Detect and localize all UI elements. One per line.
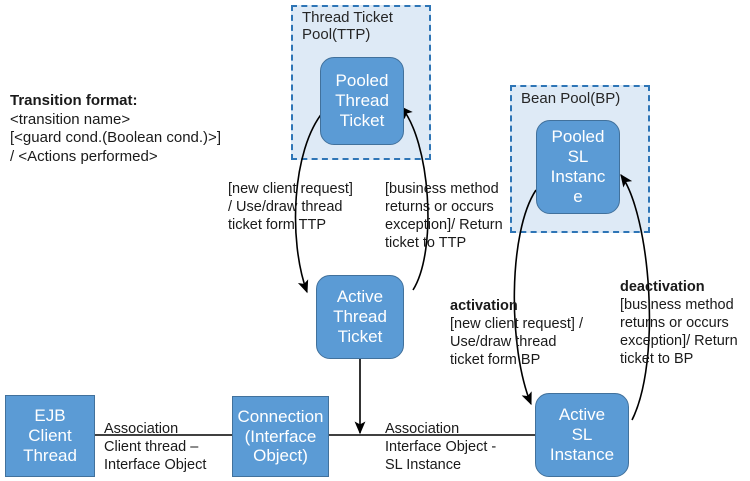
transition-bp-activation-label: [new client request] / Use/draw thread t… — [450, 316, 583, 368]
transition-ttp-return-label: [business method returns or occurs excep… — [385, 181, 503, 251]
node-ejb-client-thread[interactable]: EJB Client Thread — [5, 395, 95, 477]
association-client-interface-label: Association Client thread – Interface Ob… — [104, 421, 207, 473]
node-connection-interface-object[interactable]: Connection (Interface Object) — [232, 396, 329, 477]
pool-bean-pool-label: Bean Pool(BP) — [521, 90, 621, 107]
transition-bp-deactivation-label: [business method returns or occurs excep… — [620, 297, 738, 367]
node-pooled-sl-instance[interactable]: Pooled SL Instanc e — [536, 120, 620, 214]
legend-body: <transition name> [<guard cond.(Boolean … — [10, 111, 221, 165]
pool-thread-ticket-pool-label: Thread Ticket Pool(TTP) — [302, 9, 393, 43]
node-pooled-thread-ticket[interactable]: Pooled Thread Ticket — [320, 57, 404, 145]
transition-bp-activation-heading: activation — [450, 298, 518, 314]
legend-heading: Transition format: — [10, 92, 138, 109]
node-active-sl-instance[interactable]: Active SL Instance — [535, 393, 629, 477]
node-active-thread-ticket[interactable]: Active Thread Ticket — [316, 275, 404, 359]
association-interface-sl-label: Association Interface Object - SL Instan… — [385, 421, 497, 473]
transition-bp-deactivation-heading: deactivation — [620, 279, 705, 295]
transition-ttp-draw-label: [new client request] / Use/draw thread t… — [228, 181, 353, 233]
